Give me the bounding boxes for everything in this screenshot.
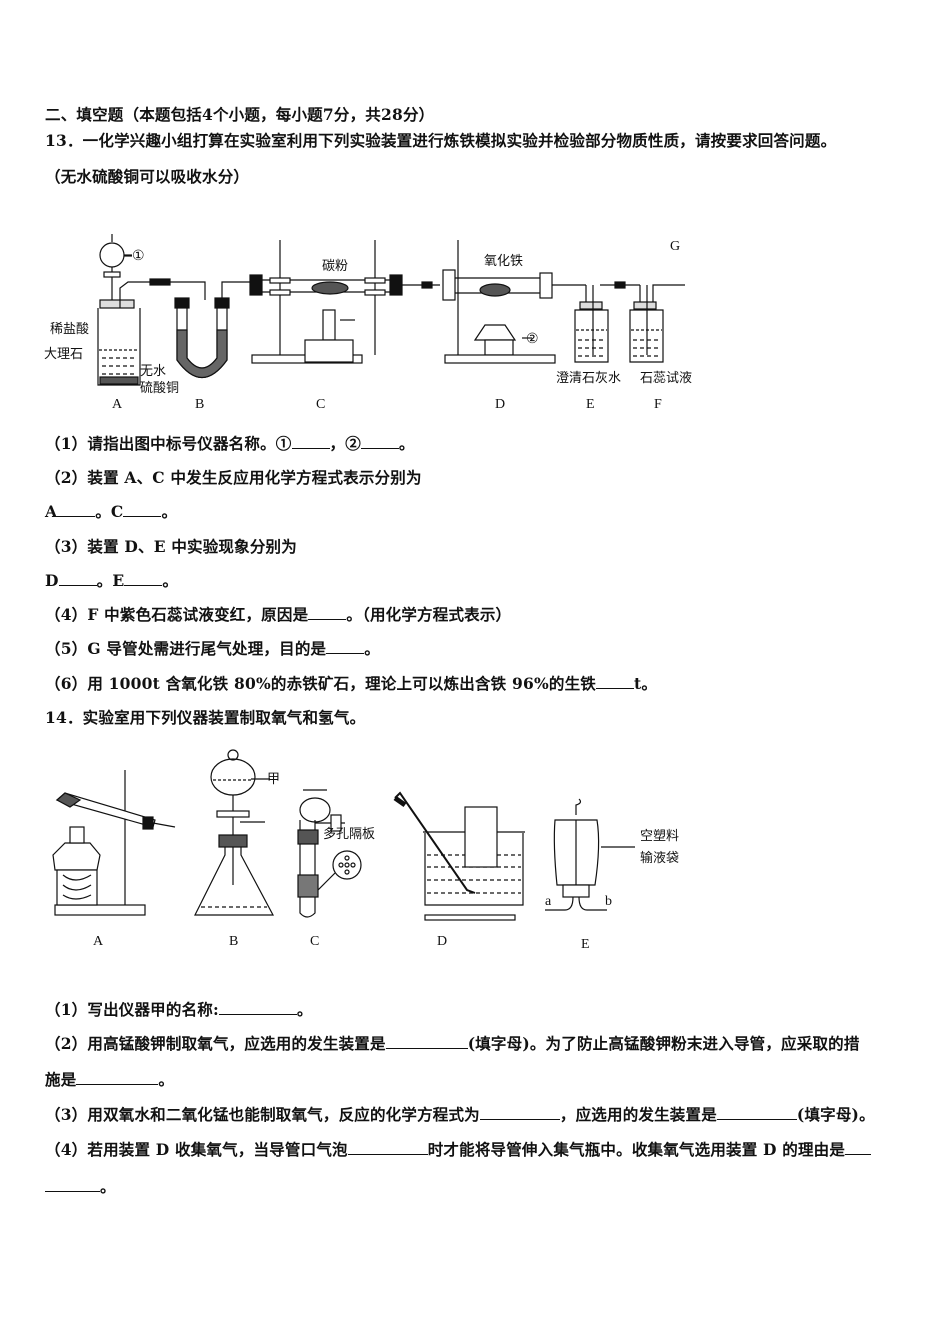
- answer-blank[interactable]: [595, 674, 634, 689]
- label-iron-oxide: 氧化铁: [484, 254, 523, 269]
- label-bag-1: 空塑料: [640, 829, 679, 844]
- q13-part-2-answers: A 。C 。: [45, 500, 177, 522]
- label-d: D: [45, 571, 59, 590]
- answer-blank[interactable]: [385, 1034, 468, 1049]
- q13-p1-mid: ，②: [329, 434, 361, 453]
- q14-stem: 14．实验室用下列仪器装置制取氧气和氢气。: [45, 708, 366, 727]
- label-limewater: 澄清石灰水: [556, 371, 621, 386]
- q13-p6-pre: （6）用 1000t 含氧化铁 80%的赤铁矿石，理论上可以炼出含铁 96%的生…: [45, 674, 596, 693]
- apparatus-e: E: [581, 937, 590, 952]
- answer-blank[interactable]: [45, 1177, 100, 1192]
- period: 。: [161, 502, 178, 521]
- q13-part-4: （4）F 中紫色石蕊试液变红，原因是 。（用化学方程式表示）: [45, 603, 511, 625]
- apparatus-d: D: [437, 934, 447, 949]
- q14-p3-pre: （3）用双氧水和二氧化锰也能制取氧气，反应的化学方程式为: [45, 1105, 480, 1124]
- label-dilute-hcl: 稀盐酸: [50, 322, 89, 337]
- q14-p4-pre: （4）若用装置 D 收集氧气，当导管口气泡: [45, 1140, 348, 1159]
- q13-p5-post: 。: [364, 639, 380, 658]
- marker-2: ②: [526, 332, 539, 347]
- apparatus-b: B: [229, 934, 238, 949]
- answer-blank[interactable]: [308, 605, 347, 620]
- section-heading: 二、填空题（本题包括4个小题，每小题7分，共28分）: [45, 105, 435, 124]
- apparatus-c: C: [316, 397, 325, 412]
- answer-blank[interactable]: [57, 502, 96, 517]
- label-a: A: [45, 502, 58, 521]
- q13-part-3-answers: D 。E 。: [45, 569, 178, 591]
- q14-part-4-cont: 。: [45, 1175, 116, 1197]
- apparatus-f: F: [654, 397, 662, 412]
- label-c: 。C: [95, 502, 124, 521]
- answer-blank[interactable]: [845, 1140, 872, 1155]
- q14-p4c-post: 。: [100, 1177, 116, 1196]
- label-litmus: 石蕊试液: [640, 371, 692, 386]
- q13-part-2: （2）装置 A、C 中发生反应用化学方程式表示分别为: [45, 468, 422, 487]
- answer-blank[interactable]: [58, 571, 97, 586]
- q13-part-1: （1）请指出图中标号仪器名称。① ，② 。: [45, 432, 415, 454]
- marker-1: ①: [132, 249, 145, 264]
- apparatus-c: C: [310, 934, 319, 949]
- q14-p2-post: (填字母)。为了防止高锰酸钾粉末进入导管，应采取的措: [467, 1034, 860, 1053]
- q13-part-6: （6）用 1000t 含氧化铁 80%的赤铁矿石，理论上可以炼出含铁 96%的生…: [45, 672, 657, 694]
- apparatus-a: A: [112, 397, 123, 412]
- q13-p6-post: t。: [633, 674, 658, 693]
- period: 。: [162, 571, 179, 590]
- q14-p1-pre: （1）写出仪器甲的名称:: [45, 1000, 219, 1019]
- answer-blank[interactable]: [76, 1070, 159, 1085]
- q14-p1-post: 。: [296, 1000, 313, 1019]
- q13-p4-post: 。（用化学方程式表示）: [346, 605, 512, 624]
- q13-stem: 13．一化学兴趣小组打算在实验室利用下列实验装置进行炼铁模拟实验并检验部分物质性…: [45, 131, 837, 150]
- q14-part-3: （3）用双氧水和二氧化锰也能制取氧气，反应的化学方程式为 ，应选用的发生装置是 (填…: [45, 1103, 875, 1125]
- label-e: 。E: [96, 571, 125, 590]
- q14-part-2-cont: 施是 。: [45, 1068, 174, 1090]
- label-port-a: a: [545, 894, 552, 909]
- q14-p2-pre: （2）用高锰酸钾制取氧气，应选用的发生装置是: [45, 1034, 386, 1053]
- label-cuso4-1: 无水: [140, 364, 166, 379]
- label-g: G: [670, 239, 680, 254]
- answer-blank[interactable]: [360, 434, 399, 449]
- apparatus-d: D: [495, 397, 505, 412]
- q14-p4-mid: 时才能将导管伸入集气瓶中。收集氧气选用装置 D 的理由是: [427, 1140, 846, 1159]
- q14-p2c-pre: 施是: [45, 1070, 77, 1089]
- q14-p2c-post: 。: [158, 1070, 175, 1089]
- q14-p3-mid: ，应选用的发生装置是: [559, 1105, 717, 1124]
- apparatus-b: B: [195, 397, 204, 412]
- label-porous-plate: 多孔隔板: [323, 826, 375, 842]
- q13-p1-pre: （1）请指出图中标号仪器名称。①: [45, 434, 292, 453]
- answer-blank[interactable]: [123, 502, 162, 517]
- q13-p4-pre: （4）F 中紫色石蕊试液变红，原因是: [45, 605, 309, 624]
- q13-p5-pre: （5）G 导管处需进行尾气处理，目的是: [45, 639, 327, 658]
- q14-apparatus-figure: 甲 多孔隔板 空塑料 输液袋 a b A B C D E: [52, 749, 679, 952]
- answer-blank[interactable]: [291, 434, 330, 449]
- q14-part-1: （1）写出仪器甲的名称: 。: [45, 998, 313, 1020]
- q13-apparatus-figure: ① ② 稀盐酸 大理石 无水 硫酸铜 碳粉 氧化铁 澄清石灰水 石蕊试液 G A…: [44, 234, 692, 412]
- q14-part-4: （4）若用装置 D 收集氧气，当导管口气泡 时才能将导管伸入集气瓶中。收集氧气选用…: [45, 1138, 872, 1160]
- answer-blank[interactable]: [347, 1140, 428, 1155]
- answer-blank[interactable]: [479, 1105, 560, 1120]
- answer-blank[interactable]: [218, 1000, 297, 1015]
- q14-p3-post: (填字母)。: [796, 1105, 875, 1124]
- label-cuso4-2: 硫酸铜: [140, 381, 179, 396]
- q14-part-2: （2）用高锰酸钾制取氧气，应选用的发生装置是 (填字母)。为了防止高锰酸钾粉末进入…: [45, 1032, 860, 1054]
- apparatus-e: E: [586, 397, 595, 412]
- label-marble: 大理石: [44, 347, 83, 362]
- answer-blank[interactable]: [124, 571, 163, 586]
- q13-note: （无水硫酸铜可以吸收水分）: [45, 167, 250, 186]
- q13-p1-post: 。: [398, 434, 415, 453]
- label-bag-2: 输液袋: [640, 850, 679, 866]
- q13-part-3: （3）装置 D、E 中实验现象分别为: [45, 537, 297, 556]
- answer-blank[interactable]: [326, 639, 365, 654]
- apparatus-a: A: [93, 934, 104, 949]
- answer-blank[interactable]: [716, 1105, 797, 1120]
- label-carbon-powder: 碳粉: [322, 259, 348, 274]
- q13-part-5: （5）G 导管处需进行尾气处理，目的是 。: [45, 637, 380, 659]
- label-port-b: b: [605, 894, 612, 909]
- label-jia: 甲: [267, 772, 280, 787]
